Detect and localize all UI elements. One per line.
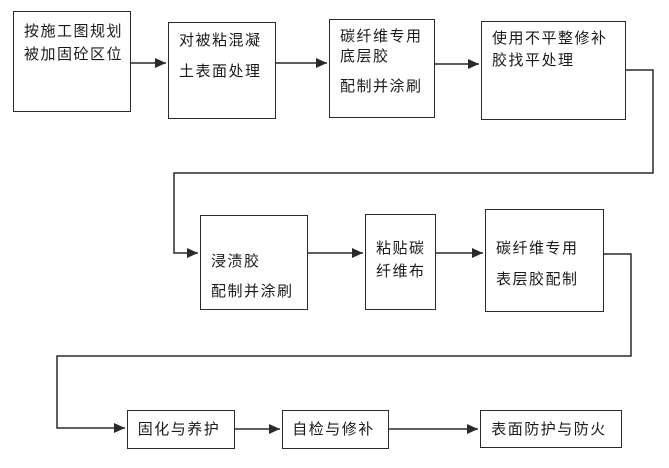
flow-box-line: 固化与养护 bbox=[137, 420, 221, 438]
flow-box-line: 配制并涂刷 bbox=[211, 282, 294, 300]
flow-box-primer-adhesive: 碳纤维专用 底层胶 配制并涂刷 bbox=[329, 19, 435, 118]
flow-box-line: 碳纤维专用 bbox=[496, 239, 579, 257]
flow-box-plan-reinforcement-area: 按施工图规划 被加固砼区位 bbox=[13, 11, 131, 112]
flow-box-line: 胶找平处理 bbox=[492, 51, 575, 69]
flow-box-surface-protection-fireproof: 表面防护与防火 bbox=[480, 410, 622, 448]
flow-box-line: 自检与修补 bbox=[292, 420, 375, 438]
flow-box-line: 按施工图规划 bbox=[24, 22, 124, 40]
flow-box-top-coat-adhesive: 碳纤维专用 表层胶配制 bbox=[485, 209, 604, 312]
flow-box-paste-carbon-fiber-cloth: 粘贴碳 纤维布 bbox=[365, 214, 436, 310]
flow-box-self-inspection-repair: 自检与修补 bbox=[282, 410, 389, 449]
arrow-leveling-to-impregnating bbox=[173, 69, 654, 258]
flow-box-line: 配制并涂刷 bbox=[340, 77, 423, 95]
flow-box-impregnating-adhesive: 浸渍胶 配制并涂刷 bbox=[200, 215, 308, 310]
flow-box-line: 表面防护与防火 bbox=[491, 419, 607, 438]
flow-box-line: 对被粘混凝 bbox=[179, 31, 262, 49]
flow-box-leveling-repair: 使用不平整修补 胶找平处理 bbox=[481, 21, 626, 120]
flow-box-line: 纤维布 bbox=[376, 262, 426, 280]
flow-box-curing-maintenance: 固化与养护 bbox=[127, 410, 235, 449]
flow-box-line: 使用不平整修补 bbox=[492, 29, 608, 47]
flow-box-line: 碳纤维专用 bbox=[340, 27, 423, 45]
arrow-topcoat-to-curing bbox=[56, 253, 632, 433]
flow-box-line: 被加固砼区位 bbox=[24, 45, 124, 63]
flow-box-concrete-surface-treatment: 对被粘混凝 土表面处理 bbox=[168, 22, 276, 119]
flow-box-line: 粘贴碳 bbox=[376, 239, 426, 257]
flow-box-line: 土表面处理 bbox=[179, 62, 262, 80]
flow-box-line: 底层胶 bbox=[340, 47, 390, 65]
flow-box-line: 表层胶配制 bbox=[496, 270, 579, 288]
flow-box-line: 浸渍胶 bbox=[211, 252, 261, 270]
